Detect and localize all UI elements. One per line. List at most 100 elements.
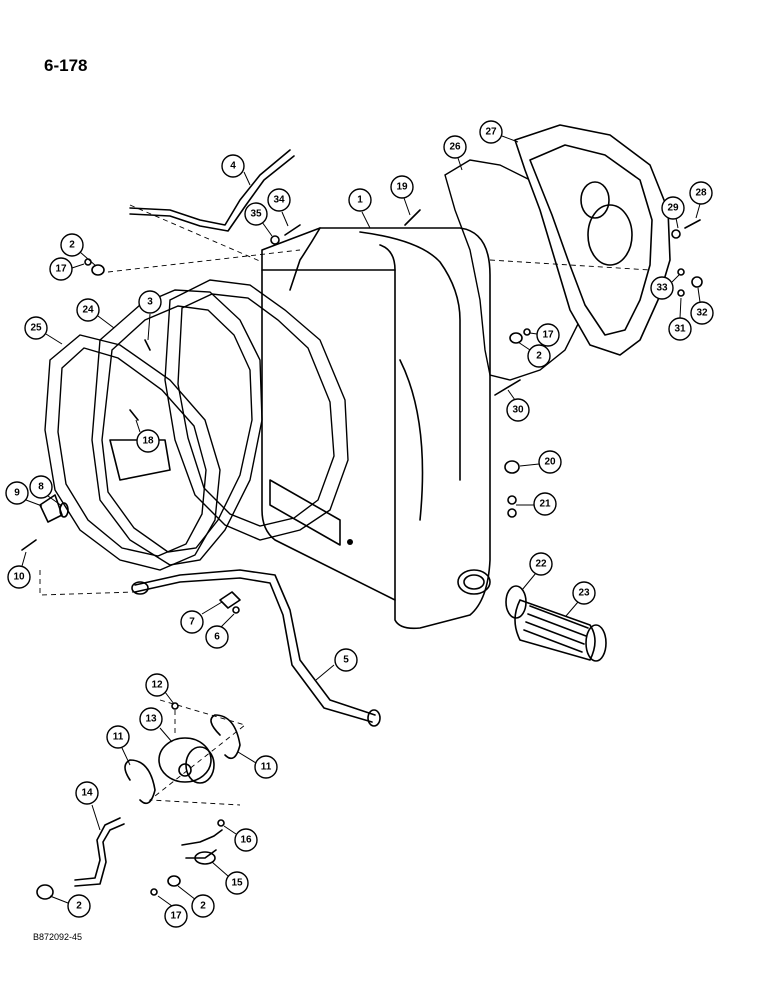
svg-text:17: 17 <box>170 911 182 922</box>
callout-22: 22 <box>521 552 553 591</box>
callout-14: 14 <box>75 781 101 831</box>
svg-text:17: 17 <box>542 330 554 341</box>
plug-20 <box>504 460 520 474</box>
callout-7: 7 <box>180 601 223 634</box>
callout-4: 4 <box>221 154 251 186</box>
stud-33 <box>677 268 685 276</box>
callout-23: 23 <box>565 581 596 617</box>
svg-text:24: 24 <box>82 305 94 316</box>
plug-2-upper <box>91 264 105 276</box>
oring-16 <box>217 819 225 827</box>
svg-text:29: 29 <box>667 203 679 214</box>
svg-text:12: 12 <box>151 680 163 691</box>
callout-19: 19 <box>390 175 414 216</box>
svg-text:21: 21 <box>539 499 551 510</box>
svg-text:10: 10 <box>13 572 25 583</box>
tube-4-edge <box>129 155 295 232</box>
tube-14 <box>74 817 121 881</box>
callout-30: 30 <box>506 389 530 422</box>
plug-2-mid <box>509 332 523 344</box>
svg-text:9: 9 <box>14 488 20 499</box>
callout-35: 35 <box>244 202 273 237</box>
nut-32 <box>691 276 703 288</box>
transmission-housing <box>261 227 491 630</box>
rear-gasket <box>91 289 263 566</box>
oring-8 <box>59 502 69 518</box>
snap-ring-right <box>210 714 241 760</box>
callout-11-left: 11 <box>106 725 131 766</box>
svg-text:15: 15 <box>231 878 243 889</box>
svg-text:19: 19 <box>396 182 408 193</box>
callout-26: 26 <box>443 135 467 171</box>
bolt-10 <box>21 539 37 551</box>
callout-20: 20 <box>519 450 562 474</box>
svg-text:30: 30 <box>512 405 524 416</box>
svg-text:8: 8 <box>38 482 44 493</box>
cover-gasket <box>444 159 586 381</box>
callout-25: 25 <box>24 316 63 345</box>
stud-19 <box>404 209 421 226</box>
svg-text:11: 11 <box>261 762 272 773</box>
callout-17-upper: 17 <box>49 257 85 281</box>
svg-text:2: 2 <box>200 901 206 912</box>
snap-ring-left <box>124 759 156 805</box>
washer-35 <box>270 235 280 245</box>
svg-text:28: 28 <box>695 188 707 199</box>
transmission-cover <box>514 124 671 356</box>
fitting-15 <box>181 829 223 859</box>
svg-text:7: 7 <box>189 617 195 628</box>
plug-2-lower-left <box>36 884 54 900</box>
flange-9 <box>39 494 63 523</box>
fitting-21a <box>507 495 517 505</box>
tube-4 <box>129 149 291 226</box>
alignment-line-2 <box>129 204 263 263</box>
svg-text:6: 6 <box>214 632 220 643</box>
svg-text:35: 35 <box>250 209 262 220</box>
svg-text:32: 32 <box>696 308 708 319</box>
oring-17-lower <box>150 888 158 896</box>
washer-6 <box>232 606 240 614</box>
svg-text:3: 3 <box>147 297 153 308</box>
svg-text:4: 4 <box>230 161 236 172</box>
plug-2-lower-right <box>167 875 181 887</box>
page-number: 6-178 <box>44 56 88 75</box>
tube-5-edge <box>134 577 373 723</box>
callout-5: 5 <box>315 648 358 681</box>
svg-text:23: 23 <box>578 588 590 599</box>
callout-3: 3 <box>138 290 162 341</box>
callout-2-lower-right: 2 <box>177 885 215 918</box>
svg-text:22: 22 <box>535 559 547 570</box>
svg-text:5: 5 <box>343 655 349 666</box>
svg-text:20: 20 <box>544 457 556 468</box>
svg-text:11: 11 <box>113 732 124 743</box>
alignment-line-5 <box>148 699 246 806</box>
svg-text:18: 18 <box>142 436 154 447</box>
svg-text:26: 26 <box>449 142 461 153</box>
drawing-code: B872092-45 <box>33 932 83 942</box>
shaft-23 <box>514 599 607 662</box>
bolt-34 <box>284 224 301 236</box>
callout-29: 29 <box>661 196 685 229</box>
svg-text:2: 2 <box>76 901 82 912</box>
collar-13 <box>158 737 215 784</box>
fitting-21b <box>507 508 517 518</box>
callout-32: 32 <box>690 287 714 325</box>
callout-15: 15 <box>211 861 249 895</box>
tube-14-edge <box>74 823 125 887</box>
callout-11-right: 11 <box>237 751 278 779</box>
callout-13: 13 <box>139 707 173 743</box>
svg-text:25: 25 <box>30 323 42 334</box>
callout-33: 33 <box>650 274 680 300</box>
callout-8: 8 <box>29 475 63 507</box>
bolt-28 <box>684 219 701 229</box>
svg-text:34: 34 <box>273 195 285 206</box>
callout-34: 34 <box>267 188 291 227</box>
seal-22 <box>505 585 527 619</box>
callout-6: 6 <box>205 613 235 649</box>
callout-21: 21 <box>516 492 557 516</box>
callout-17-lower: 17 <box>157 895 188 928</box>
callout-9: 9 <box>5 481 43 507</box>
dowel-18 <box>129 409 139 421</box>
callout-2-mid: 2 <box>517 341 551 368</box>
